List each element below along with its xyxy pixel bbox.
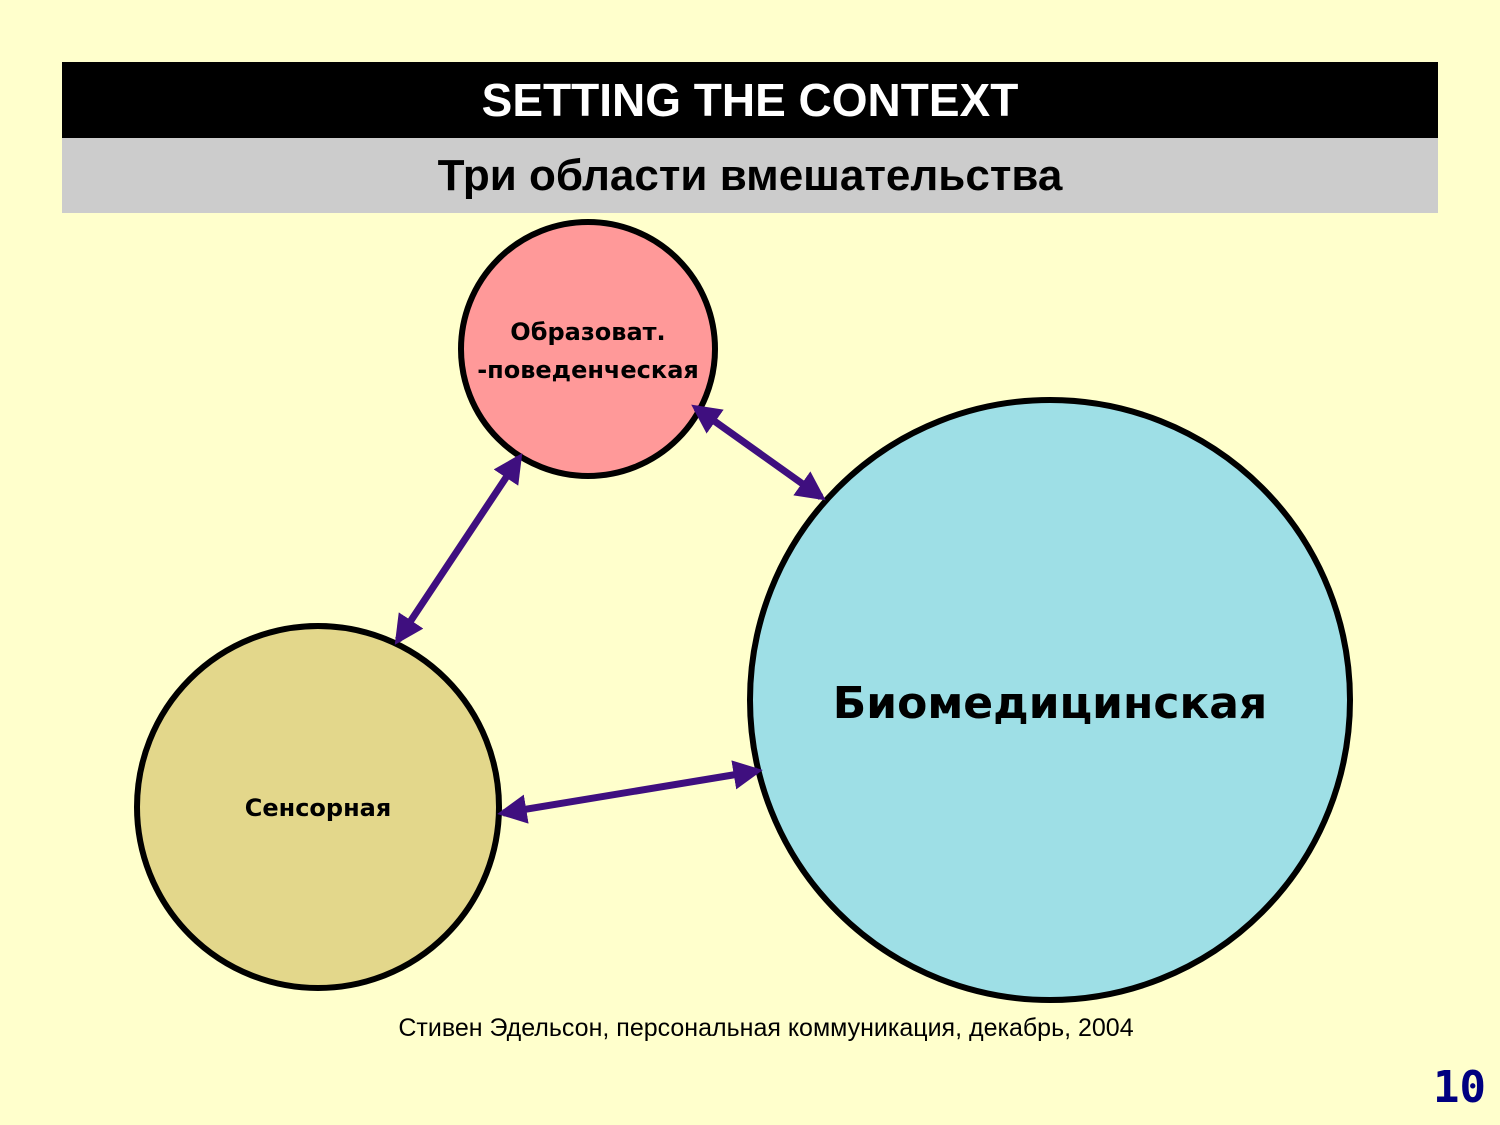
educational-label-line1: Образоват.	[510, 318, 665, 346]
arrow-educational-biomedical	[691, 404, 826, 501]
biomedical-label: Биомедицинская	[833, 678, 1268, 729]
slide-subtitle: Три области вмешательства	[62, 138, 1438, 213]
biomedical-circle	[747, 397, 1353, 1003]
educational-behavioral-circle	[458, 219, 718, 479]
sensory-label: Сенсорная	[245, 794, 392, 822]
citation: Стивен Эдельсон, персональная коммуникац…	[398, 1014, 1134, 1042]
educational-label-line2: -поведенческая	[477, 356, 699, 384]
page-number: 10	[1433, 1062, 1486, 1113]
arrow-sensory-biomedical	[497, 760, 763, 824]
slide-title: SETTING THE CONTEXT	[62, 62, 1438, 138]
arrow-educational-sensory	[394, 453, 523, 645]
